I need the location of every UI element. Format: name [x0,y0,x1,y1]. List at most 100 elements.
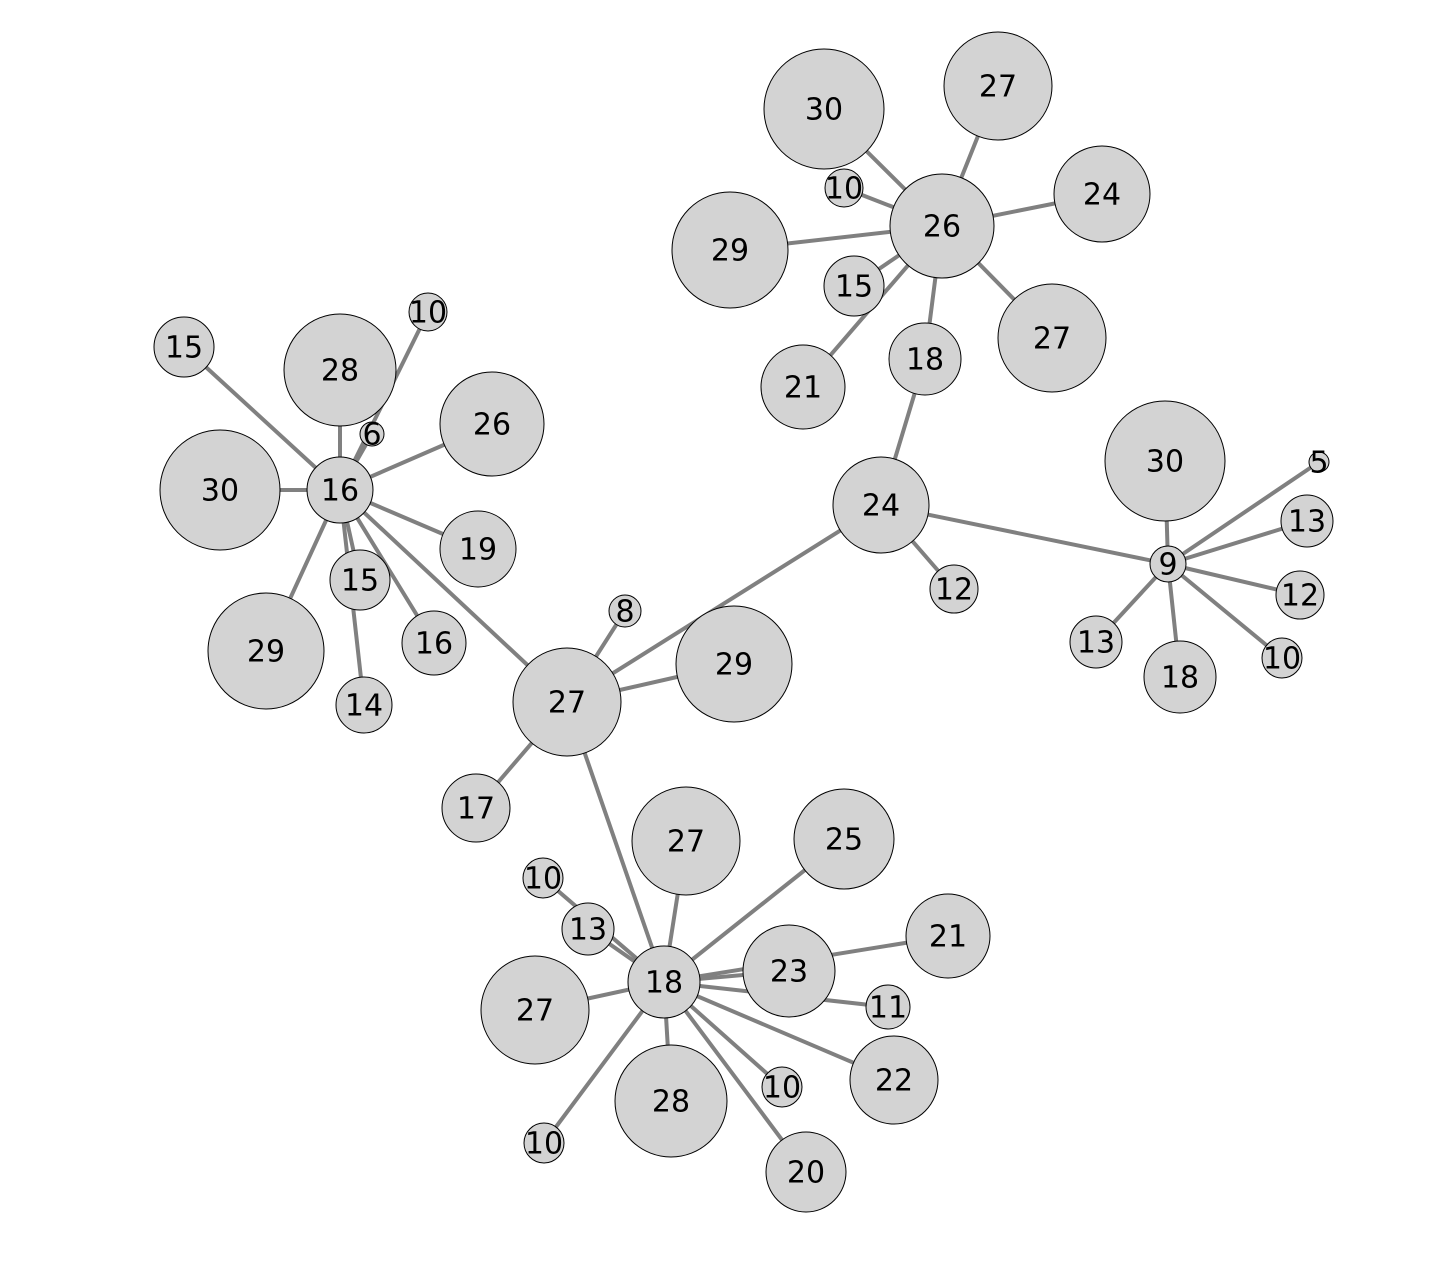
graph-node: 30 [763,48,885,170]
graph-node: 18 [888,322,962,396]
node-label: 27 [516,994,554,1029]
node-circle [523,1122,565,1164]
graph-node: 12 [1275,570,1325,620]
graph-node: 21 [760,344,846,430]
graph-node: 23 [742,924,836,1018]
graph-node: 27 [631,786,741,896]
graph-node: 27 [512,647,622,757]
graph-node: 18 [627,945,701,1019]
node-circle [522,857,564,899]
node-circle [1275,570,1325,620]
graph-node: 10 [1261,637,1303,679]
node-label: 29 [247,635,285,670]
node-label: 25 [825,823,863,858]
node-label: 26 [473,408,511,443]
graph-node: 13 [1280,494,1334,548]
graph-node: 15 [329,549,391,611]
node-circle [627,945,701,1019]
node-circle [742,924,836,1018]
graph-node: 12 [929,564,979,614]
node-circle [671,191,789,309]
node-circle [849,1035,939,1125]
graph-node: 5 [1308,446,1330,481]
edge-h24-h27 [565,503,883,704]
node-circle [1261,637,1303,679]
node-circle [1069,615,1123,669]
node-label: 26 [923,210,961,245]
node-label: 27 [667,825,705,860]
node-circle [760,344,846,430]
edge-h9-c5 [1166,460,1321,566]
node-label: 12 [1281,579,1319,614]
node-label: 20 [787,1156,825,1191]
graph-node: 29 [207,592,325,710]
node-label: 21 [929,920,967,955]
graph-node: 22 [849,1035,939,1125]
node-label: 15 [835,270,873,305]
graph-node: 8 [608,594,642,630]
node-label: 23 [770,955,808,990]
graph-node: 26 [889,173,995,279]
edge-h9-c10 [1166,562,1284,660]
node-circle [306,456,374,524]
graph-node: 10 [522,857,564,899]
node-label: 24 [862,489,900,524]
node-label: 18 [645,966,683,1001]
node-label: 10 [1263,642,1301,677]
node-circle [631,786,741,896]
graph-node: 30 [1104,400,1226,522]
edge-h16-d15 [182,345,342,492]
node-circle [793,788,895,890]
node-circle [1104,400,1226,522]
node-circle [614,1044,728,1158]
graph-node: 13 [561,902,615,956]
graph-node: 28 [614,1044,728,1158]
graph-node: 10 [523,1122,565,1164]
node-circle [359,421,385,447]
graph-node: 16 [401,610,467,676]
node-label: 5 [1309,446,1328,481]
node-label: 30 [1146,445,1184,480]
node-circle [1149,545,1187,583]
node-circle [675,605,793,723]
graph-node: 28 [283,313,397,427]
graph-node: 10 [408,292,448,332]
node-circle [1143,640,1217,714]
node-label: 15 [165,331,203,366]
graph-node: 15 [823,255,885,317]
node-label: 22 [875,1064,913,1099]
graph-node: 18 [1143,640,1217,714]
graph-node: 29 [675,605,793,723]
graph-node: 21 [905,893,991,979]
node-label: 8 [615,595,634,630]
graph-node: 16 [306,456,374,524]
graph-node: 10 [824,168,864,208]
graph-node: 27 [943,31,1053,141]
graph-node: 11 [865,984,911,1030]
node-label: 18 [1161,661,1199,696]
node-circle [408,292,448,332]
node-label: 29 [711,234,749,269]
node-label: 24 [1083,178,1121,213]
node-label: 30 [201,474,239,509]
node-circle [865,984,911,1030]
graph-node: 20 [765,1131,847,1213]
node-circle [824,168,864,208]
node-label: 30 [805,93,843,128]
node-circle [905,893,991,979]
node-circle [763,48,885,170]
graph-node: 19 [439,510,517,588]
node-label: 16 [415,627,453,662]
node-circle [512,647,622,757]
node-label: 27 [979,70,1017,105]
node-label: 10 [524,862,562,897]
graph-node: 26 [439,371,545,477]
node-circle [765,1131,847,1213]
node-circle [1280,494,1334,548]
node-layer: 26 30 27 10 24 29 15 27 21 18 24 12 9 30 5 13 12 10 18 13 16… [153,31,1334,1213]
node-circle [997,283,1107,393]
node-label: 9 [1158,548,1177,583]
node-label: 14 [345,689,383,724]
node-circle [283,313,397,427]
